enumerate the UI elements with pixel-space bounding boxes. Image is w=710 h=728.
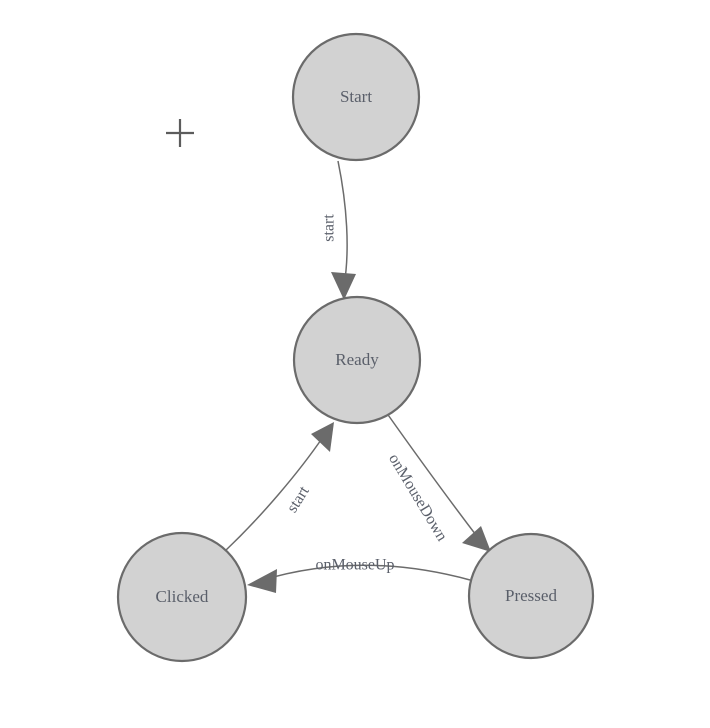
crosshair-icon[interactable] (166, 119, 194, 147)
node-ready-label: Ready (335, 350, 379, 369)
node-pressed[interactable]: Pressed (467, 532, 595, 660)
edge-ready-to-pressed[interactable]: onMouseDown (385, 411, 491, 552)
edge-label-onmousedown: onMouseDown (385, 451, 450, 544)
edge-clicked-to-ready[interactable]: start (224, 422, 334, 552)
edge-pressed-to-clicked[interactable]: onMouseUp (247, 557, 471, 593)
node-clicked-label: Clicked (156, 587, 209, 606)
node-pressed-circle (467, 532, 595, 660)
arrowhead-clicked-to-ready (311, 422, 334, 452)
node-clicked[interactable]: Clicked (116, 531, 248, 663)
node-ready[interactable]: Ready (292, 295, 422, 425)
edge-path-start-to-ready (337, 160, 348, 287)
arrowhead-start-to-ready (331, 272, 356, 300)
node-start-circle (291, 32, 421, 162)
node-pressed-label: Pressed (505, 586, 557, 605)
edge-label-onmouseup: onMouseUp (315, 557, 394, 574)
edge-path-clicked-to-ready (224, 436, 324, 552)
edge-label-start-clicked: start (284, 483, 313, 516)
edge-start-to-ready[interactable]: start (321, 160, 356, 300)
edge-path-ready-to-pressed (385, 411, 480, 540)
edge-label-start: start (321, 214, 338, 242)
node-clicked-circle (116, 531, 248, 663)
node-start[interactable]: Start (291, 32, 421, 162)
edge-path-pressed-to-clicked (262, 564, 471, 581)
node-ready-circle (292, 295, 422, 425)
arrowhead-ready-to-pressed (462, 526, 491, 552)
arrowhead-pressed-to-clicked (247, 569, 277, 593)
node-start-label: Start (340, 87, 372, 106)
